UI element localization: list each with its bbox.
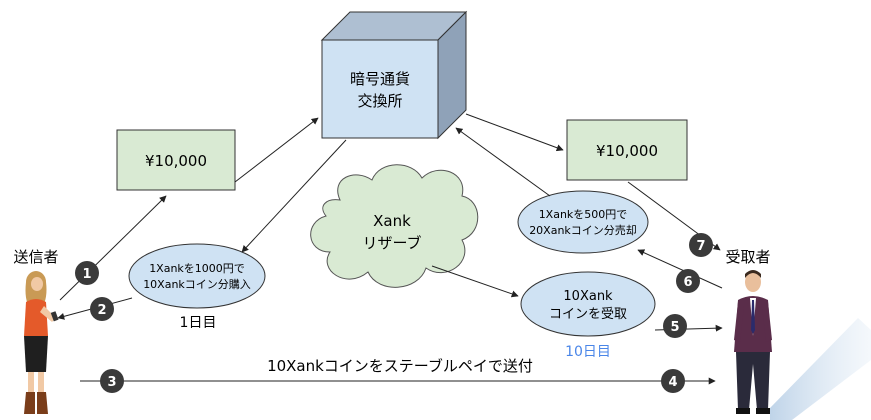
receive-bubble-line2: コインを受取 xyxy=(549,307,627,322)
step-badges: 1 2 3 4 5 6 7 xyxy=(75,233,713,393)
step-2-number: 2 xyxy=(97,303,106,318)
sell-bubble-line1: 1Xankを500円で xyxy=(539,208,628,221)
sender-figure xyxy=(24,271,59,414)
arrow-exchange-to-money xyxy=(465,113,564,152)
exchange-cube: 暗号通貨 交換所 xyxy=(320,10,468,140)
xank-reserve-cloud: Xank リザーブ xyxy=(310,164,479,288)
step-badge-6: 6 xyxy=(676,269,700,293)
step-badge-2: 2 xyxy=(90,297,114,321)
receive-bubble-line1: 10Xank xyxy=(563,289,613,304)
step-badge-4: 4 xyxy=(661,369,685,393)
buy-bubble-line2: 10Xankコイン分購入 xyxy=(143,277,251,291)
exchange-label-line1: 暗号通貨 xyxy=(350,70,410,88)
day1-label: 1日目 xyxy=(180,315,217,331)
transfer-label: 10Xankコインをステーブルペイで送付 xyxy=(267,357,533,375)
right-money-box: ¥10,000 xyxy=(566,119,688,181)
step-badge-1: 1 xyxy=(75,261,99,285)
step-badge-3: 3 xyxy=(100,369,124,393)
sender-label: 送信者 xyxy=(13,248,58,266)
reserve-label-line1: Xank xyxy=(373,212,411,230)
receive-bubble: 10Xank コインを受取 xyxy=(520,271,656,337)
receiver-label: 受取者 xyxy=(725,248,770,266)
buy-bubble: 1Xankを1000円で 10Xankコイン分購入 xyxy=(128,243,266,309)
arrow-money-to-exchange xyxy=(234,117,319,183)
arrow-receiver-to-sell xyxy=(637,249,723,289)
receiver-figure xyxy=(734,270,871,420)
step-badge-7: 7 xyxy=(689,233,713,257)
arrow-sender-to-money xyxy=(59,195,167,301)
arrow-exchange-to-buy xyxy=(241,139,347,253)
buy-bubble-line1: 1Xankを1000円で xyxy=(149,262,245,275)
right-money-label: ¥10,000 xyxy=(596,142,658,160)
left-money-label: ¥10,000 xyxy=(145,152,207,170)
step-3-number: 3 xyxy=(107,375,116,390)
step-1-number: 1 xyxy=(82,267,91,282)
step-badge-5: 5 xyxy=(663,314,687,338)
exchange-label-line2: 交換所 xyxy=(357,92,402,110)
step-4-number: 4 xyxy=(668,375,677,390)
day10-label: 10日目 xyxy=(565,344,611,360)
arrow-sell-to-exchange xyxy=(455,127,551,197)
left-money-box: ¥10,000 xyxy=(116,129,236,191)
step-7-number: 7 xyxy=(696,239,705,254)
reserve-label-line2: リザーブ xyxy=(362,234,421,252)
arrow-reserve-to-receive xyxy=(431,265,519,298)
sell-bubble: 1Xankを500円で 20Xankコイン分売却 xyxy=(517,190,649,254)
step-6-number: 6 xyxy=(683,275,692,290)
sell-bubble-line2: 20Xankコイン分売却 xyxy=(529,224,637,237)
step-5-number: 5 xyxy=(670,320,679,335)
